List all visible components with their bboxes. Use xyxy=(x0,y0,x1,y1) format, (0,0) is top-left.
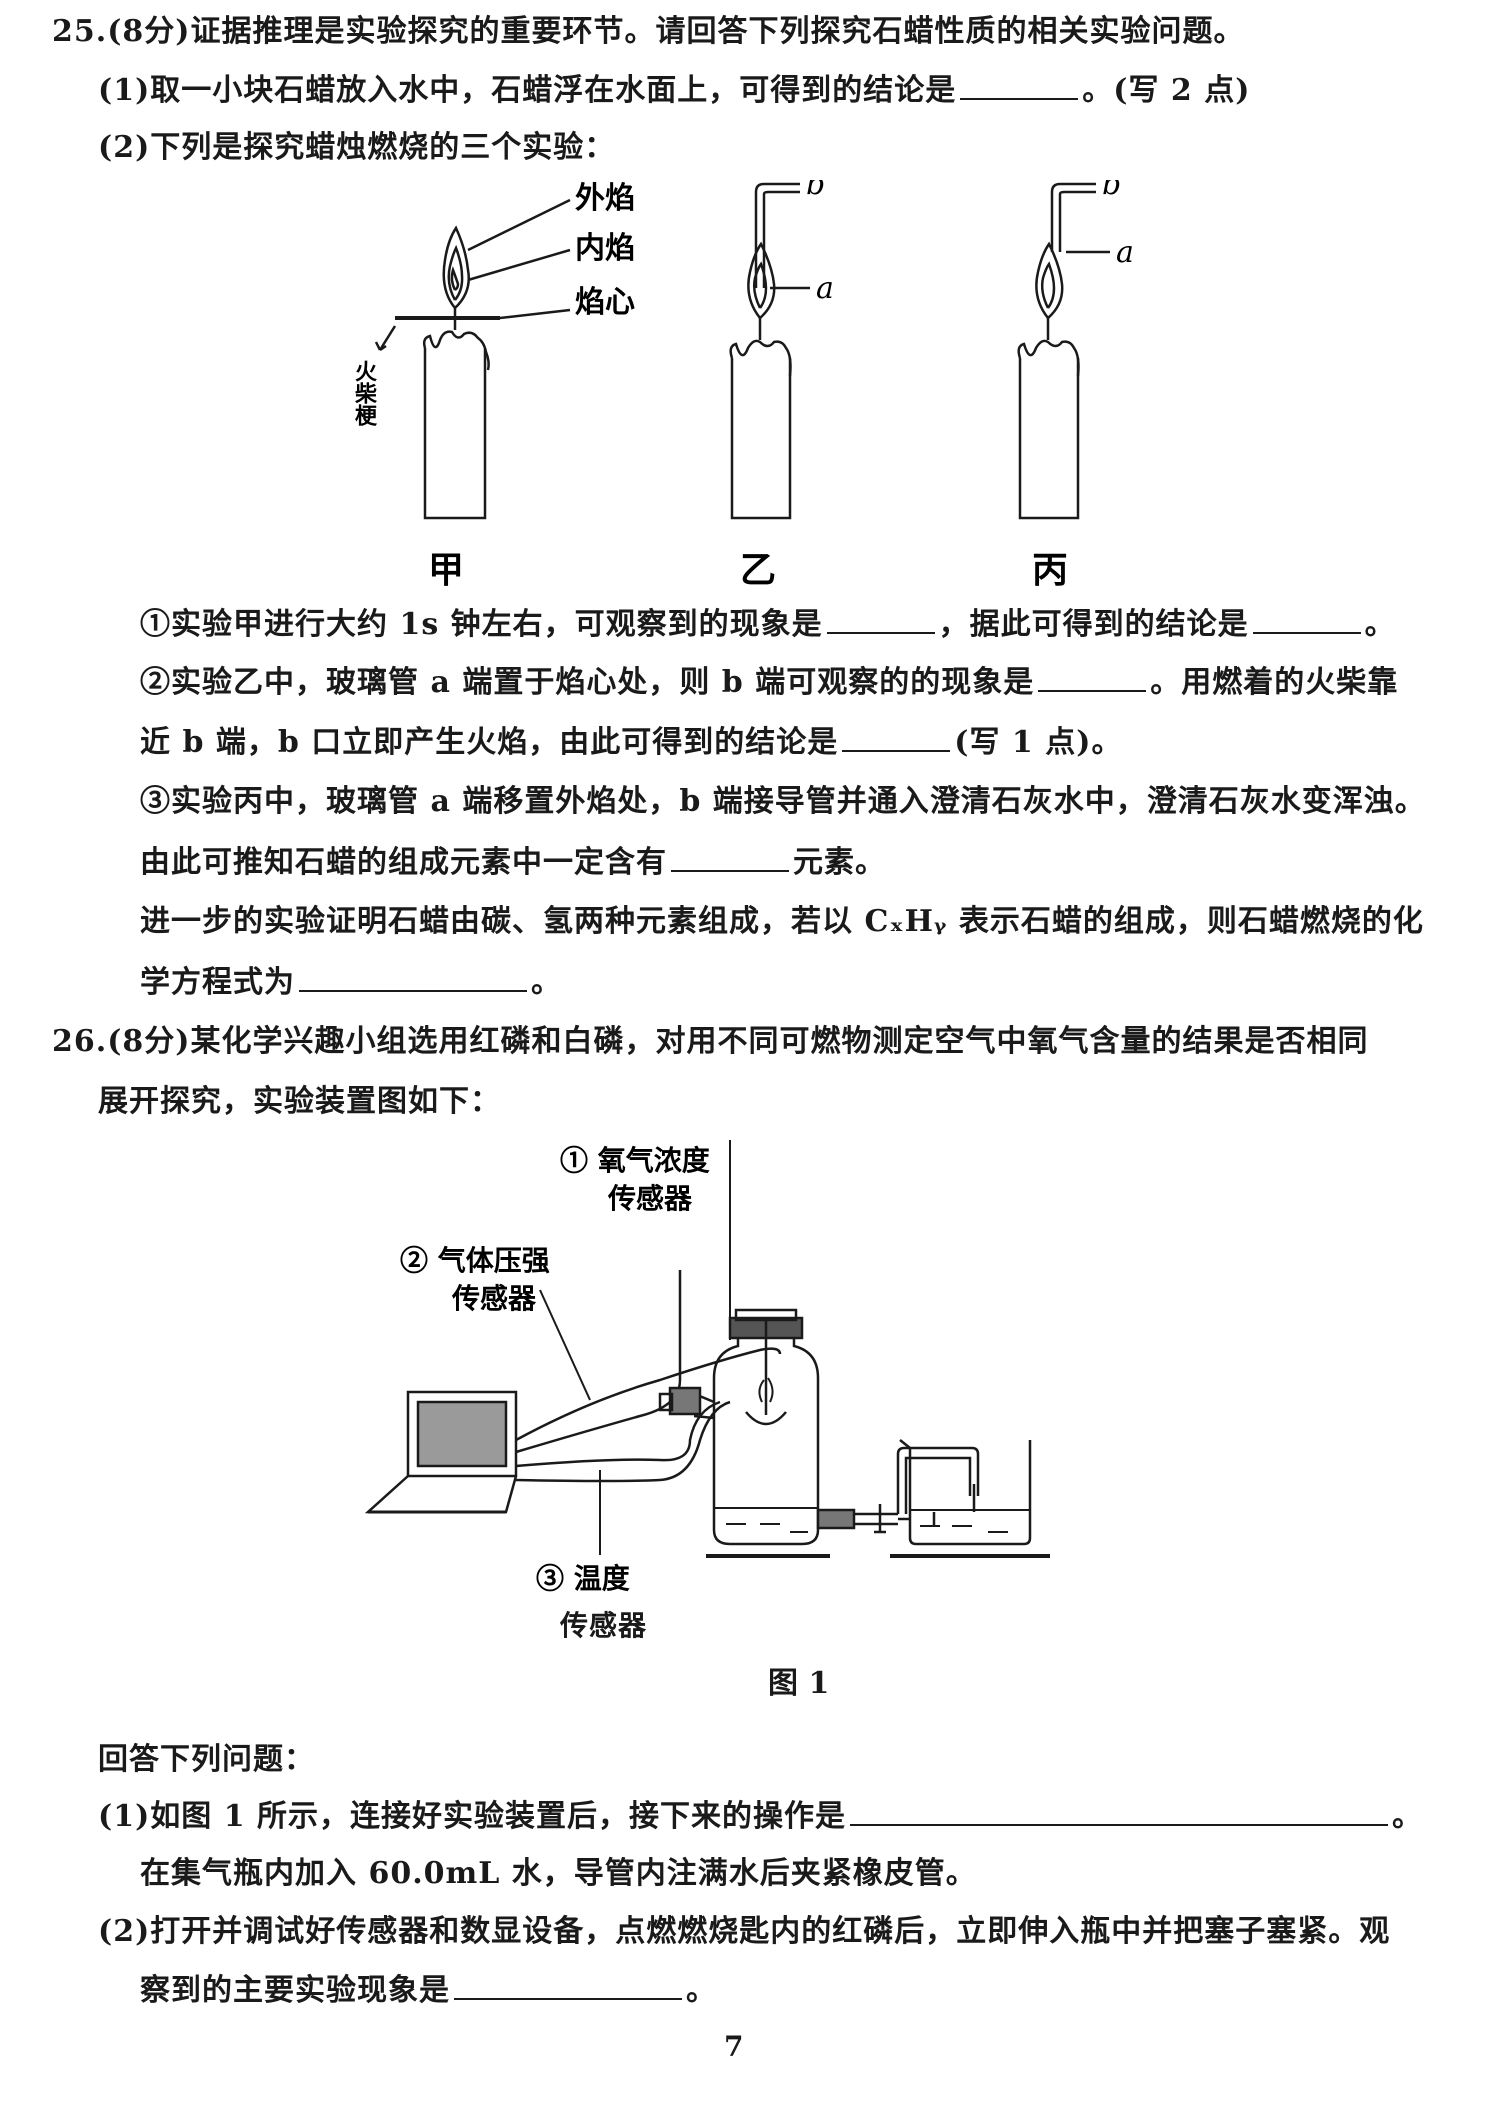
q25-sub1-text2: ，据此可得到的结论是 xyxy=(938,607,1249,642)
q25-sub2-cont: 近 b 端，b 口立即产生火焰，由此可得到的结论是 (写 1 点)。 xyxy=(140,722,1122,763)
figure1-caption: 图 1 xyxy=(768,1658,829,1702)
caption-jia: 甲 xyxy=(428,549,464,591)
candle-yi xyxy=(729,182,810,520)
candle-jia xyxy=(374,198,571,520)
q25-sub3-text: ③实验丙中，玻璃管 a 端移置外焰处，b 端接导管并通入澄清石灰水中，澄清石灰水… xyxy=(140,784,1426,819)
label-b-yi: b xyxy=(806,180,825,202)
sensor3-label2: 传感器 xyxy=(560,1606,647,1646)
q26-stem: 26.(8分)某化学兴趣小组选用红磷和白磷，对用不同可燃物测定空气中氧气含量的结… xyxy=(52,1022,1368,1062)
q26-part1: (1)如图 1 所示，连接好实验装置后，接下来的操作是 。 xyxy=(98,1796,1423,1837)
q26-stem-cont: 展开探究，实验装置图如下： xyxy=(98,1082,501,1122)
q26-part2-text: (2)打开并调试好传感器和数显设备，点燃燃烧匙内的红磷后，立即伸入瓶中并把塞子塞… xyxy=(98,1914,1391,1949)
q26-part1-cont: 在集气瓶内加入 60.0mL 水，导管内注满水后夹紧橡皮管。 xyxy=(140,1854,977,1894)
q25-sub4-text: 进一步的实验证明石蜡由碳、氢两种元素组成，若以 CₓHᵧ 表示石蜡的组成，则石蜡… xyxy=(140,904,1424,939)
q25-stem-text: 25.(8分)证据推理是实验探究的重要环节。请回答下列探究石蜡性质的相关实验问题… xyxy=(52,14,1245,49)
answer-blank[interactable] xyxy=(842,722,951,752)
label-a-yi: a xyxy=(816,271,834,306)
candle-bing xyxy=(1017,182,1110,520)
caption-bing: 丙 xyxy=(1032,549,1068,591)
q26-part1-text2: 在集气瓶内加入 60.0mL 水，导管内注满水后夹紧橡皮管。 xyxy=(140,1856,977,1891)
sensor3-label2-text: 传感器 xyxy=(560,1609,648,1642)
label-inner-flame: 内焰 xyxy=(575,231,635,266)
q25-sub2-text3: 近 b 端，b 口立即产生火焰，由此可得到的结论是 xyxy=(140,725,839,760)
sensor1-label2: 传感器 xyxy=(607,1182,693,1215)
q25-part2: (2)下列是探究蜡烛燃烧的三个实验： xyxy=(98,128,615,168)
q26-intro: 回答下列问题： xyxy=(98,1740,315,1780)
label-match: 火柴梗 xyxy=(351,360,378,427)
label-flame-core: 焰心 xyxy=(575,285,635,320)
q25-sub3-end: 元素。 xyxy=(793,845,886,880)
q25-sub4-cont: 学方程式为 。 xyxy=(140,962,562,1003)
q25-sub4-text2: 学方程式为 xyxy=(140,965,295,1000)
q25-sub2: ②实验乙中，玻璃管 a 端置于焰心处，则 b 端可观察的的现象是 。用燃着的火柴靠 xyxy=(140,662,1398,703)
q25-sub1-text: ①实验甲进行大约 1s 钟左右，可观察到的现象是 xyxy=(140,607,823,642)
apparatus-figure: ① 氧气浓度 传感器 ② 气体压强 传感器 ③ 温度 xyxy=(360,1140,1150,1610)
label-outer-flame: 外焰 xyxy=(575,181,635,216)
q26-part1-text: (1)如图 1 所示，连接好实验装置后，接下来的操作是 xyxy=(98,1799,847,1834)
q25-sub3-text2: 由此可推知石蜡的组成元素中一定含有 xyxy=(140,845,667,880)
sensor3-label: ③ 温度 xyxy=(536,1562,630,1595)
page-number: 7 xyxy=(724,2030,743,2063)
laptop-icon xyxy=(364,1390,518,1514)
figure1-caption-text: 图 1 xyxy=(768,1666,830,1701)
q26-intro-text: 回答下列问题： xyxy=(98,1742,315,1777)
page-number-text: 7 xyxy=(724,2030,744,2063)
q26-part1-end: 。 xyxy=(1392,1799,1424,1834)
answer-blank[interactable] xyxy=(826,604,935,634)
q25-sub1: ①实验甲进行大约 1s 钟左右，可观察到的现象是 ，据此可得到的结论是 。 xyxy=(140,604,1396,645)
answer-blank[interactable] xyxy=(1038,662,1147,692)
q25-sub4-end: 。 xyxy=(531,965,562,1000)
answer-blank[interactable] xyxy=(1252,604,1361,634)
gas-jar xyxy=(658,1308,820,1546)
sensor1-label: ① 氧气浓度 xyxy=(560,1144,710,1177)
beaker xyxy=(899,1439,1032,1546)
q25-part1: (1)取一小块石蜡放入水中，石蜡浮在水面上，可得到的结论是 。(写 2 点) xyxy=(98,70,1250,111)
q25-sub2-text: ②实验乙中，玻璃管 a 端置于焰心处，则 b 端可观察的的现象是 xyxy=(140,665,1035,700)
answer-blank[interactable] xyxy=(671,842,789,872)
q25-part1-suffix: 。(写 2 点) xyxy=(1082,73,1251,108)
q25-sub3-cont: 由此可推知石蜡的组成元素中一定含有 元素。 xyxy=(140,842,886,883)
q26-part2-text2: 察到的主要实验现象是 xyxy=(140,1973,450,2008)
q25-part2-text: (2)下列是探究蜡烛燃烧的三个实验： xyxy=(98,130,616,165)
sensor2-label: ② 气体压强 xyxy=(400,1244,550,1277)
q26-stem-text: 26.(8分)某化学兴趣小组选用红磷和白磷，对用不同可燃物测定空气中氧气含量的结… xyxy=(52,1024,1369,1059)
candle-experiments-figure: 外焰 内焰 焰心 火柴梗 b a b a 甲 乙 丙 xyxy=(340,167,1240,600)
answer-blank[interactable] xyxy=(299,962,527,992)
answer-blank[interactable] xyxy=(454,1970,682,2000)
q26-part2-cont: 察到的主要实验现象是 。 xyxy=(140,1970,717,2011)
sensor2-label2: 传感器 xyxy=(451,1282,537,1315)
q26-part2: (2)打开并调试好传感器和数显设备，点燃燃烧匙内的红磷后，立即伸入瓶中并把塞子塞… xyxy=(98,1912,1390,1952)
q25-part1-text: (1)取一小块石蜡放入水中，石蜡浮在水面上，可得到的结论是 xyxy=(98,73,957,108)
q25-sub2-end: (写 1 点)。 xyxy=(954,725,1123,760)
label-a-bing: a xyxy=(1116,235,1134,270)
q25-sub2-text2: 。用燃着的火柴靠 xyxy=(1150,665,1399,700)
q25-sub4: 进一步的实验证明石蜡由碳、氢两种元素组成，若以 CₓHᵧ 表示石蜡的组成，则石蜡… xyxy=(140,902,1424,942)
answer-blank[interactable] xyxy=(850,1796,1389,1826)
label-b-bing: b xyxy=(1102,180,1121,202)
q26-stem-text2: 展开探究，实验装置图如下： xyxy=(98,1084,501,1119)
q25-stem: 25.(8分)证据推理是实验探究的重要环节。请回答下列探究石蜡性质的相关实验问题… xyxy=(52,12,1244,52)
caption-yi: 乙 xyxy=(740,549,776,591)
q26-part2-end: 。 xyxy=(686,1973,717,2008)
answer-blank[interactable] xyxy=(960,70,1079,100)
q25-sub1-end: 。 xyxy=(1364,607,1396,642)
q25-sub3: ③实验丙中，玻璃管 a 端移置外焰处，b 端接导管并通入澄清石灰水中，澄清石灰水… xyxy=(140,782,1426,822)
